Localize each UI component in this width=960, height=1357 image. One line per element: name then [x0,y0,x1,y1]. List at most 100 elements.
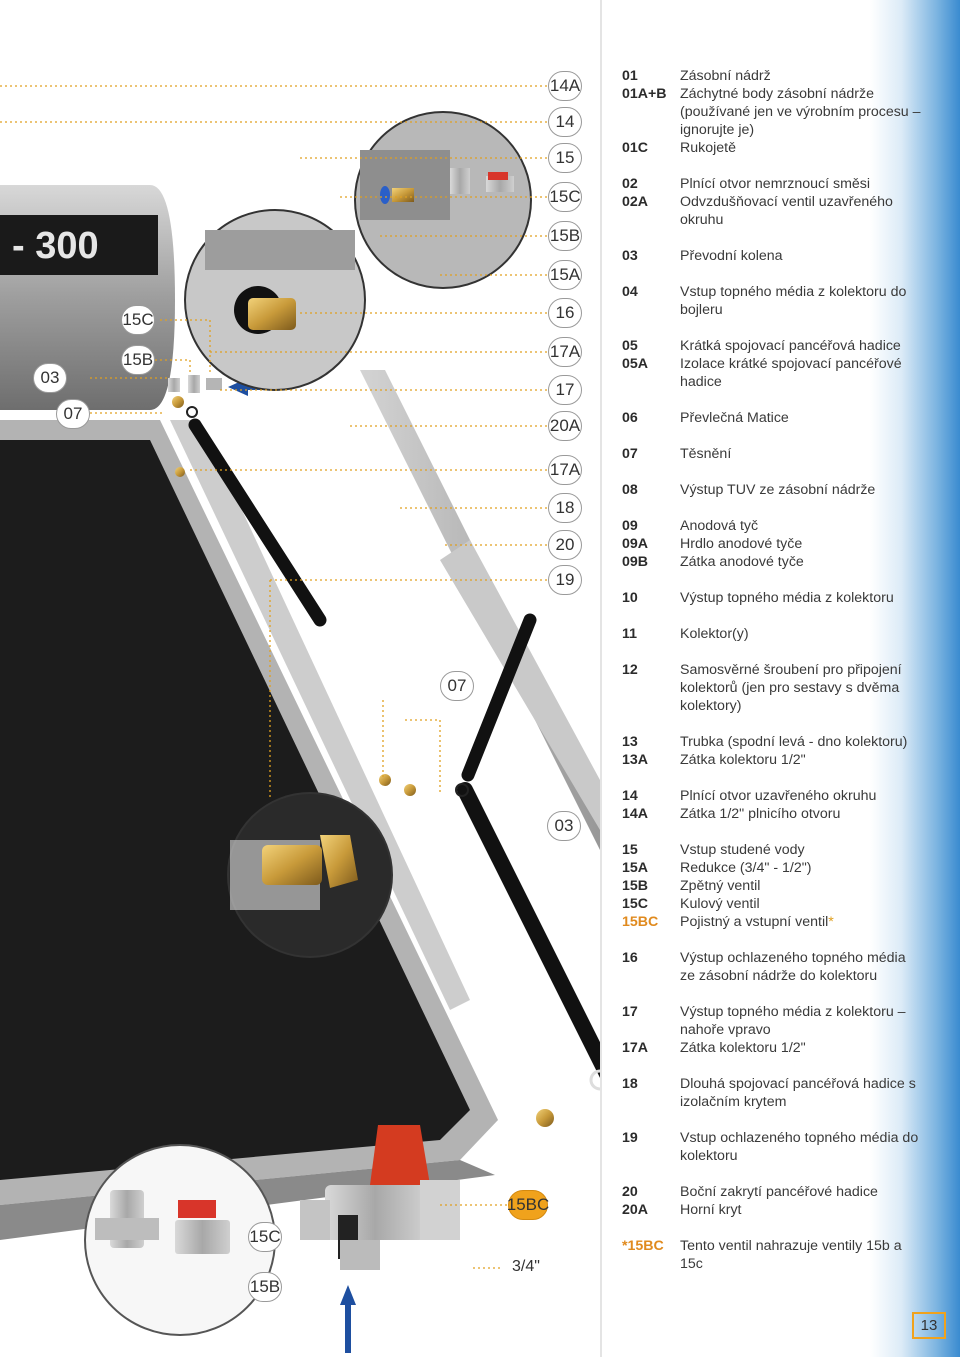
legend-code: 11 [622,626,637,642]
legend-code: 14 [622,788,638,804]
legend-text-value: Vstup topného média z kolektoru do bojle… [680,284,907,318]
callout-20: 20 [548,530,582,560]
legend-group: 12 Samosvěrné šroubení pro připojení kole… [622,661,922,715]
legend-text: Zátka kolektoru 1/2" [680,1039,922,1057]
detail-circle-valves [354,111,532,289]
leader-lines [0,85,548,1269]
callout-17: 17 [548,375,582,405]
legend-text: Horní kryt [680,1201,922,1219]
legend-text-value: Výstup topného média z kolektoru – nahoř… [680,1004,906,1038]
legend-group: 04 Vstup topného média z kolektoru do boj… [622,283,922,319]
legend-code: 01 [622,68,638,84]
callout-mid-03: 03 [547,811,581,841]
callout-14: 14 [548,107,582,137]
legend-text-value: Zátka kolektoru 1/2" [680,752,806,768]
legend-text-value: Samosvěrné šroubení pro připojení kolekt… [680,662,902,714]
legend-code: 15B [622,878,649,894]
legend-text-value: Krátká spojovací pancéřová hadice [680,338,901,354]
legend-text-value: Trubka (spodní levá - dno kolektoru) [680,734,908,750]
legend-row: 12 Samosvěrné šroubení pro připojení kole… [622,661,922,715]
legend-text: Zátka 1/2" plnicího otvoru [680,805,922,823]
legend-code: 10 [622,590,638,606]
legend-code: 15 [622,842,638,858]
blue-arrow-up-icon [340,1285,356,1353]
legend-code: 01C [622,140,649,156]
legend-text: Výstup topného média z kolektoru – nahoř… [680,1003,922,1039]
legend-text: Anodová tyč [680,517,922,535]
legend-text: Plnící otvor uzavřeného okruhu [680,787,922,805]
legend-code: 05 [622,338,638,354]
callout-19: 19 [548,565,582,595]
legend-text-value: Zátka kolektoru 1/2" [680,1040,806,1056]
legend-text-value: Odvzdušňovací ventil uzavřeného okruhu [680,194,893,228]
legend-text: Zátka kolektoru 1/2" [680,751,922,769]
legend-group: 14 Plnící otvor uzavřeného okruhu 14A Zátka… [622,787,922,823]
legend-code: 02 [622,176,638,192]
legend-text: Hrdlo anodové tyče [680,535,922,553]
legend-text: Zásobní nádrž [680,67,922,85]
installation-illustration: - 300 [0,85,600,1353]
legend-row: 05 Krátká spojovací pancéřová hadice [622,337,922,355]
legend-text: Tento ventil nahrazuje ventily 15b a 15c [680,1237,922,1273]
legend-text: Vstup topného média z kolektoru do bojle… [680,283,922,319]
legend-code: 09B [622,554,649,570]
callout-left-15B: 15B [121,345,155,375]
column-divider [600,0,602,1357]
tank-model-label: - 300 [12,225,99,267]
legend-text: Trubka (spodní levá - dno kolektoru) [680,733,922,751]
callout-14A: 14A [548,71,582,101]
legend-code: 16 [622,950,638,966]
legend-row: 04 Vstup topného média z kolektoru do boj… [622,283,922,319]
legend-text-value: Plnící otvor nemrznoucí směsi [680,176,871,192]
legend-text: Odvzdušňovací ventil uzavřeného okruhu [680,193,922,229]
legend-text: Zpětný ventil [680,877,922,895]
asterisk-mark: * [828,914,834,930]
legend-code: 15A [622,860,649,876]
legend-text: Samosvěrné šroubení pro připojení kolekt… [680,661,922,715]
legend-text: Pojistný a vstupní ventil* [680,913,922,931]
legend-code: 12 [622,662,638,678]
legend-text: Boční zakrytí pancéřové hadice [680,1183,922,1201]
legend-text-value: Pojistný a vstupní ventil [680,914,829,930]
legend-text: Výstup TUV ze zásobní nádrže [680,481,922,499]
legend-text-value: Rukojetě [680,140,736,156]
legend-code: 06 [622,410,638,426]
callout-17A-lower: 17A [548,455,582,485]
legend-code: 04 [622,284,638,300]
callout-bottom-15B: 15B [248,1272,282,1302]
legend-text-value: Výstup topného média z kolektoru [680,590,894,606]
legend-code: *15BC [622,1238,664,1254]
callout-20A: 20A [548,411,582,441]
legend-code: 14A [622,806,649,822]
legend-text: Vstup ochlazeného topného média do kolek… [680,1129,922,1165]
callout-bottom-15C: 15C [248,1222,282,1252]
legend-text: Dlouhá spojovací pancéřová hadice s izol… [680,1075,922,1111]
legend-text: Převodní kolena [680,247,922,265]
legend-text: Vstup studené vody [680,841,922,859]
legend-text: Záchytné body zásobní nádrže (používané … [680,85,922,139]
legend-text: Výstup topného média z kolektoru [680,589,922,607]
callout-left-03: 03 [33,363,67,393]
legend-text: Rukojetě [680,139,922,157]
legend-row: 15B Zpětný ventil [622,877,922,895]
legend-row: 15 Vstup studené vody [622,841,922,859]
detail-circle-elbow [227,792,393,958]
callout-15: 15 [548,143,582,173]
